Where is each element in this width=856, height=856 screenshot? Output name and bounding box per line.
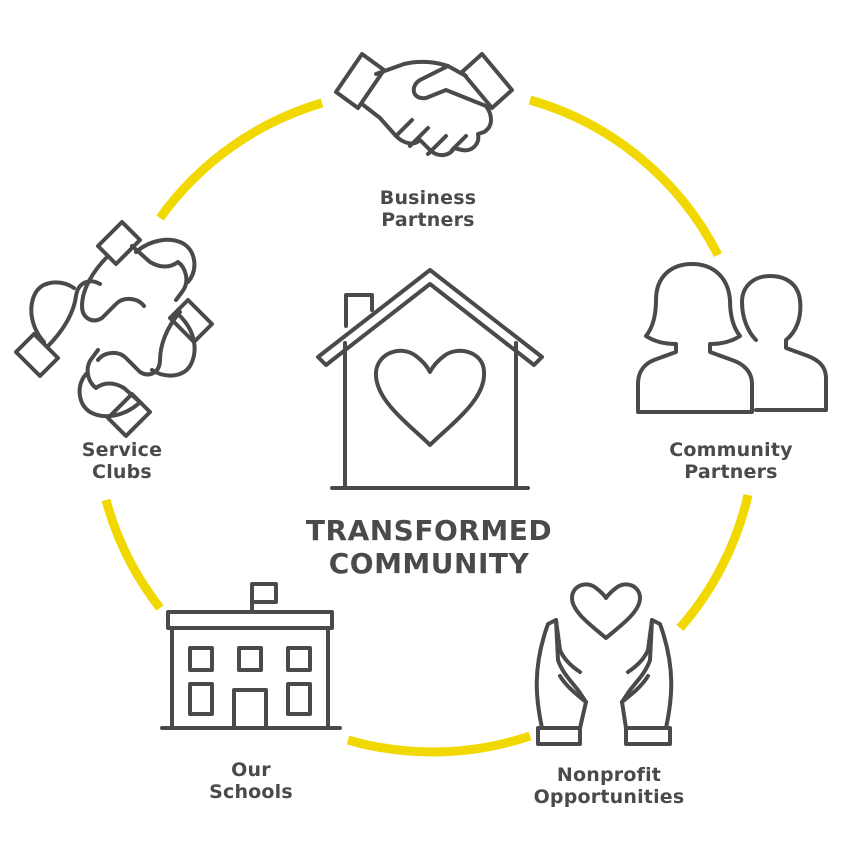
center-title-line2: COMMUNITY bbox=[328, 547, 530, 580]
node-label-community: Community Partners bbox=[656, 439, 806, 483]
node-label-line: Schools bbox=[209, 781, 293, 803]
node-label-line: Business bbox=[379, 187, 477, 209]
node-label-line: Clubs bbox=[92, 461, 152, 483]
node-label-line: Partners bbox=[381, 209, 475, 231]
node-label-line: Service bbox=[81, 439, 163, 461]
center-title: TRANSFORMED COMMUNITY bbox=[300, 514, 558, 580]
node-label-line: Nonprofit bbox=[556, 764, 662, 786]
ring-segment-service-business bbox=[156, 98, 324, 221]
ring-segment-business-community bbox=[528, 95, 723, 258]
ring-segment-community-nonprofit bbox=[676, 493, 753, 631]
hands-heart-icon bbox=[534, 582, 674, 746]
joined-hands-icon bbox=[14, 220, 214, 438]
node-label-line: Partners bbox=[684, 461, 778, 483]
center-title-line1: TRANSFORMED bbox=[305, 514, 553, 547]
ring-segment-nonprofit-schools bbox=[346, 731, 532, 757]
school-building-icon bbox=[160, 582, 342, 730]
two-people-icon bbox=[636, 262, 828, 414]
ring-segment-schools-service bbox=[101, 498, 164, 611]
handshake-icon bbox=[334, 52, 514, 157]
ring bbox=[101, 95, 753, 757]
node-label-nonprofit: Nonprofit Opportunities bbox=[526, 764, 692, 808]
node-label-service: Service Clubs bbox=[62, 439, 182, 483]
node-label-business: Business Partners bbox=[358, 187, 498, 231]
node-label-line: Our bbox=[231, 759, 271, 781]
node-label-schools: Our Schools bbox=[186, 759, 316, 803]
node-label-line: Community bbox=[669, 439, 793, 461]
house-heart-icon bbox=[316, 268, 544, 490]
node-label-line: Opportunities bbox=[533, 786, 685, 808]
